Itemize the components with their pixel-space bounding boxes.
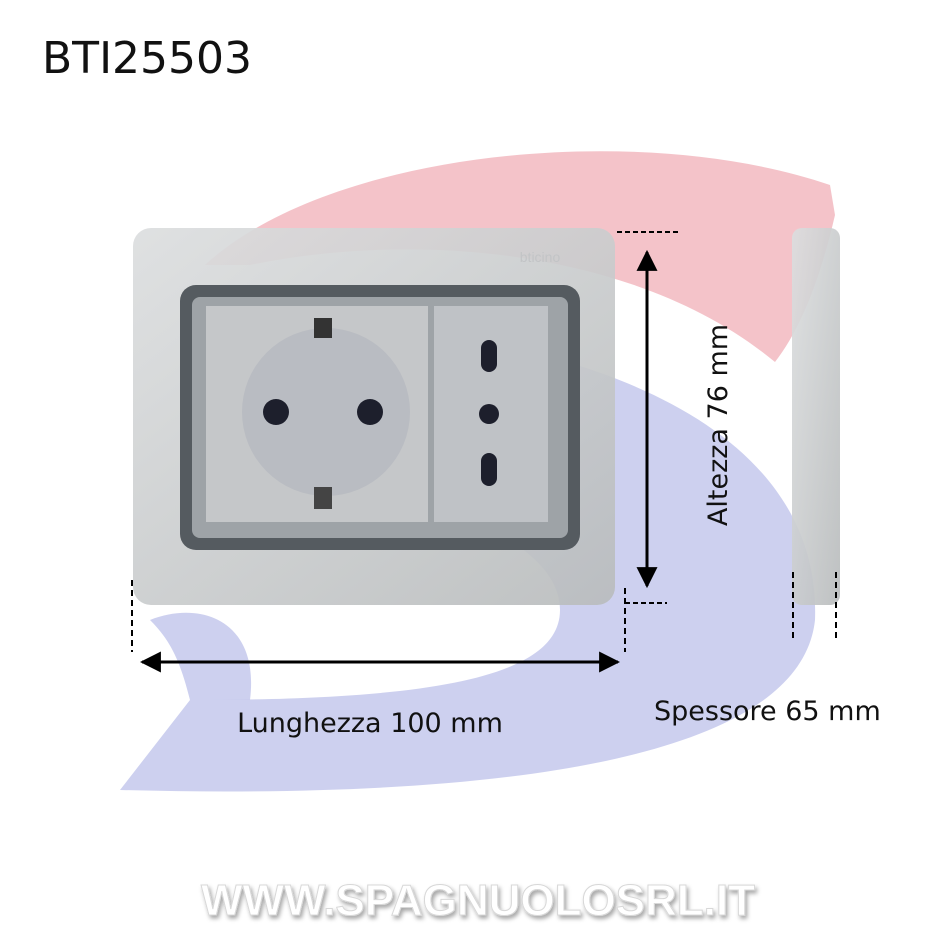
height-label: Altezza 76 mm	[703, 324, 734, 526]
dimension-lines	[131, 231, 837, 673]
length-label: Lunghezza 100 mm	[237, 708, 503, 739]
socket-plate-front: bticino	[133, 228, 615, 605]
thickness-label: Spessore 65 mm	[654, 696, 881, 727]
watermark: WWW.SPAGNUOLOSRL.IT	[201, 876, 755, 925]
socket-plate-side	[792, 228, 840, 605]
brand-mark: bticino	[520, 249, 561, 265]
logo-blue-lower	[150, 612, 252, 700]
product-code-title: BTI25503	[42, 33, 252, 84]
